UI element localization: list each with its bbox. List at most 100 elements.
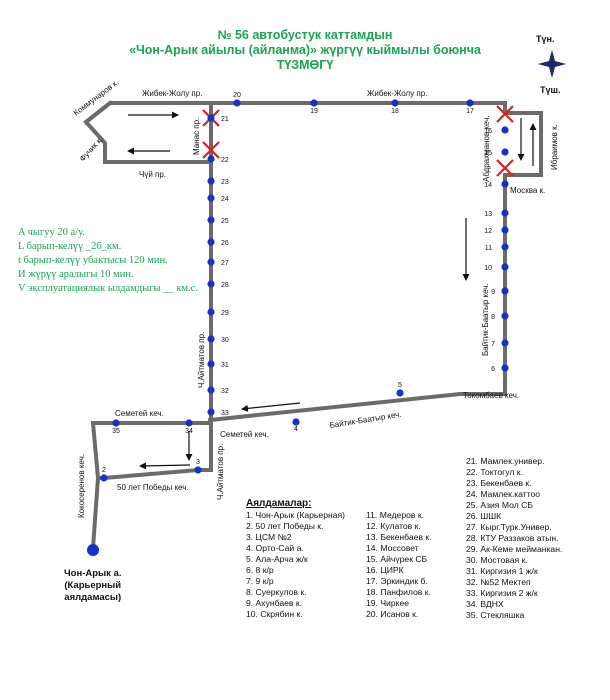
legend-item: 15. Айчүрек СБ <box>366 554 428 564</box>
stop-number: 20 <box>233 92 241 99</box>
stop-number: 12 <box>484 228 492 235</box>
arrow-left-icon <box>139 462 191 470</box>
compass-star-icon <box>538 50 566 78</box>
stop-marker <box>501 263 509 271</box>
legend-item: 35. Стекляшка <box>466 610 525 620</box>
street-label-aytmatov-upper: Ч.Айтматов пр. <box>197 332 206 388</box>
legend-item: 7. 9 к/р <box>246 576 274 586</box>
param-line-1: A чыгуу 20 а/у. <box>18 227 85 238</box>
arrow-left-icon <box>241 402 301 412</box>
legend-item: 2. 50 лет Победы к. <box>246 521 324 531</box>
stop-number: 21 <box>221 116 229 123</box>
stop-marker <box>501 364 509 372</box>
stop-marker <box>207 155 215 163</box>
street-label-aytmatov-lower: Ч.Айтматов пр. <box>216 444 225 500</box>
legend-item: 21. Мамлек.универ. <box>466 456 545 466</box>
stop-number: 10 <box>484 265 492 272</box>
title-line-2: «Чон-Арык айылы (айланма)» жүргүү кыймыл… <box>129 43 481 57</box>
stop-marker <box>207 238 215 246</box>
stop-marker <box>207 335 215 343</box>
stop-number: 6 <box>491 366 495 373</box>
legend-column-2: 11. Медеров к.12. Кулатов к.13. Бекенбае… <box>366 510 432 620</box>
stop-number: 2 <box>102 467 106 474</box>
direction-arrows <box>127 111 537 470</box>
street-label-baytik-diag: Байтик-Баатыр кеч. <box>329 410 402 430</box>
street-label-baytik-vertical: Байтик-Баатыр кеч. <box>481 283 490 356</box>
terminal-label-line-2: (Карьерный <box>64 580 122 591</box>
legend-item: 16. ЦИРК <box>366 565 404 575</box>
street-label-ibraimov: Ибраимов к. <box>550 124 559 170</box>
stop-number: 13 <box>484 211 492 218</box>
legend-heading: Аялдамалар: <box>246 498 312 509</box>
legend-item: 19. Чиркее <box>366 598 410 608</box>
stop-marker <box>87 544 99 556</box>
street-label-pobedy: 50 лет Победы кеч. <box>117 483 189 492</box>
stop-number: 19 <box>310 108 318 115</box>
street-label-kokserenov: Кокосеренов кеч. <box>77 454 86 518</box>
legend-item: 12. Кулатов к. <box>366 521 421 531</box>
legend-column-1: 1. Чон-Арык (Карьерная)2. 50 лет Победы … <box>246 510 345 620</box>
stop-number: 15 <box>484 150 492 157</box>
stop-marker <box>501 209 509 217</box>
stop-marker <box>391 99 399 107</box>
stop-marker <box>501 243 509 251</box>
legend-item: 32. №52 Мектеп <box>466 577 531 587</box>
street-label-semetey-right: Семетей кеч. <box>220 430 269 439</box>
legend-item: 33. Киргизия 2 ж/к <box>466 588 538 598</box>
legend-item: 30. Мостовая к. <box>466 555 528 565</box>
stop-marker <box>501 226 509 234</box>
legend-item: 10. Скрябин к. <box>246 609 303 619</box>
legend-item: 20. Исанов к. <box>366 609 419 619</box>
stop-marker <box>501 148 509 156</box>
stop-marker <box>207 258 215 266</box>
closure-marks <box>202 105 514 177</box>
stop-marker <box>207 308 215 316</box>
terminal-label-line-3: аялдамасы) <box>64 592 122 603</box>
title-line-1: № 56 автобустук каттамдын <box>217 28 393 42</box>
legend-item: 14. Моссовет <box>366 543 419 553</box>
legend-item: 23. Бекенбаев к. <box>466 478 532 488</box>
stop-marker <box>207 280 215 288</box>
legend-item: 31. Киргизия 1 ж/к <box>466 566 538 576</box>
legend-item: 8. Суеркулов к. <box>246 587 307 597</box>
stop-marker <box>194 466 202 474</box>
stop-number: 24 <box>221 196 229 203</box>
stop-number: 18 <box>391 108 399 115</box>
stop-number: 8 <box>491 314 495 321</box>
stop-marker <box>466 99 474 107</box>
stop-marker <box>207 408 215 416</box>
legend-item: 18. Панфилов к. <box>366 587 431 597</box>
legend-item: 29. Ак-Кеме мейманкан. <box>466 544 563 554</box>
stop-number: 5 <box>398 382 402 389</box>
legend-item: 9. Ахунбаев к. <box>246 598 303 608</box>
legend-item: 3. ЦСМ №2 <box>246 532 292 542</box>
stop-marker <box>207 216 215 224</box>
stop-marker <box>207 177 215 185</box>
stop-number: 9 <box>491 289 495 296</box>
stop-number: 31 <box>221 362 229 369</box>
legend-item: 4. Орто-Сай а. <box>246 543 304 553</box>
street-label-moskva: Москва к. <box>510 186 545 195</box>
stop-marker <box>207 194 215 202</box>
stop-marker <box>292 418 300 426</box>
legend-item: 27. Кырг.Турк.Универ. <box>466 522 552 532</box>
stop-number: 22 <box>221 157 229 164</box>
legend-item: 5. Ала-Арча ж/к <box>246 554 308 564</box>
stop-number: 34 <box>185 428 193 435</box>
legend-item: 1. Чон-Арык (Карьерная) <box>246 510 346 520</box>
legend-item: 24. Мамлек.каттоо <box>466 489 541 499</box>
stop-marker <box>501 312 509 320</box>
stop-number: 16 <box>484 128 492 135</box>
street-label-semetey-left: Семетей кеч. <box>115 409 164 418</box>
closure-cross-icon <box>496 105 514 123</box>
compass-north-label: Түн. <box>536 34 555 44</box>
stop-marker <box>310 99 318 107</box>
param-line-3: t барып-келүү убактысы 120 мин. <box>18 255 168 266</box>
stop-number: 35 <box>112 428 120 435</box>
compass-south-label: Түш. <box>540 85 561 95</box>
stop-number: 7 <box>491 341 495 348</box>
stop-marker <box>112 419 120 427</box>
stop-marker <box>185 419 193 427</box>
stop-number: 28 <box>221 282 229 289</box>
legend-item: 34. ВДНХ <box>466 599 504 609</box>
